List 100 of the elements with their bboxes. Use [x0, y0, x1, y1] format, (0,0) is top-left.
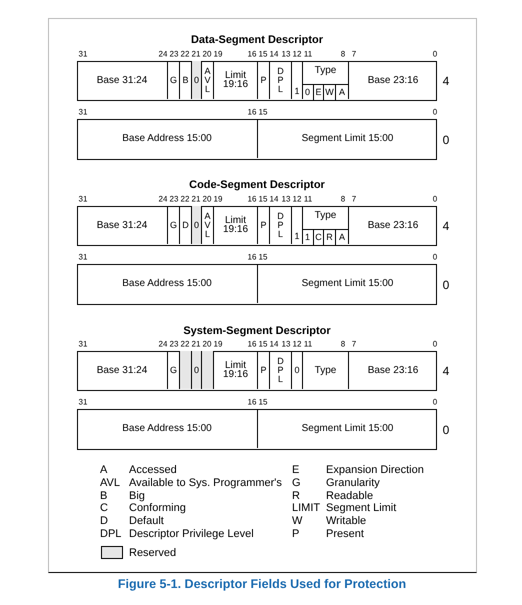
- bit-number: 13: [282, 340, 290, 348]
- bit-number: 15: [258, 50, 268, 58]
- definition: Writable: [326, 515, 366, 528]
- bit-field: D P L: [269, 61, 291, 99]
- abbreviation: AVL: [100, 476, 120, 489]
- bit-number: 8: [340, 340, 346, 348]
- definition: Big: [129, 490, 145, 502]
- bit-field: Base 23:16: [348, 351, 437, 389]
- bit-number: 31: [78, 50, 88, 58]
- byte-offset: 4: [442, 74, 450, 88]
- bit-number: 20: [202, 340, 212, 348]
- definition: Conforming: [129, 502, 186, 514]
- abbreviation: DPL: [100, 528, 122, 540]
- bit-field: 0: [191, 61, 201, 99]
- abbreviation: D: [100, 515, 108, 528]
- register-row: [77, 206, 437, 246]
- bit-field: Base 31:24: [77, 351, 167, 389]
- bit-field: 1: [291, 206, 302, 244]
- bit-number: 16: [248, 50, 256, 58]
- bit-number: 31: [78, 194, 88, 204]
- bit-field: 0: [291, 351, 302, 389]
- bit-number: 13: [282, 194, 290, 204]
- definition: Readable: [326, 490, 374, 502]
- abbreviation: LIMIT: [292, 502, 320, 514]
- bit-number: 23: [170, 340, 178, 348]
- bit-field: Base Address 15:00: [77, 119, 257, 158]
- bit-field: Base Address 15:00: [77, 409, 257, 448]
- byte-offset: 4: [442, 364, 450, 378]
- bit-field: Segment Limit 15:00: [257, 119, 437, 158]
- bit-number: 11: [304, 50, 312, 58]
- bit-field: D P L: [269, 206, 291, 244]
- byte-offset: 0: [442, 278, 450, 292]
- bit-number: 16: [248, 194, 256, 204]
- bit-number: 12: [292, 340, 302, 348]
- bit-number: 16: [248, 252, 256, 262]
- definition: Segment Limit: [326, 502, 396, 514]
- definition: Expansion Direction: [326, 464, 424, 476]
- bit-number: 0: [432, 340, 438, 348]
- bit-field: Base 31:24: [77, 206, 167, 244]
- byte-offset: 0: [442, 132, 450, 146]
- bit-field: A V L: [201, 61, 213, 99]
- bit-field: A: [335, 84, 348, 100]
- register-row: [77, 119, 437, 160]
- bit-number: 16: [248, 340, 256, 348]
- bit-number: 14: [270, 194, 278, 204]
- bit-field: Segment Limit 15:00: [257, 409, 437, 448]
- bit-field: Segment Limit 15:00: [257, 264, 437, 303]
- bit-number: 31: [78, 108, 88, 116]
- abbreviation: P: [292, 528, 300, 540]
- bit-field: A V L: [201, 206, 213, 244]
- bit-number: 19: [214, 50, 222, 58]
- bit-number: 21: [192, 340, 200, 348]
- bit-number: 7: [352, 194, 356, 204]
- bit-number: 22: [180, 50, 190, 58]
- bit-number: 23: [170, 50, 178, 58]
- bit-field: Limit 19:16: [213, 206, 257, 244]
- bit-number: 24: [158, 340, 168, 348]
- bit-number: 0: [432, 194, 438, 204]
- section-heading: Code-Segment Descriptor: [189, 179, 325, 191]
- abbreviation: A: [100, 464, 108, 476]
- bit-number: 22: [180, 340, 190, 348]
- bit-number: 8: [340, 194, 346, 204]
- abbreviation: B: [100, 490, 108, 502]
- bit-number: 23: [170, 194, 178, 204]
- bit-number: 20: [202, 50, 212, 58]
- bit-number: 24: [158, 194, 168, 204]
- bit-number: 19: [214, 194, 222, 204]
- bit-field: R: [323, 229, 335, 245]
- bit-field: 0: [302, 84, 313, 100]
- bit-number: 11: [304, 340, 312, 348]
- bit-number: 0: [432, 398, 438, 406]
- bit-field: G: [167, 206, 179, 244]
- bit-number: 15: [258, 398, 268, 406]
- bit-number: 0: [432, 50, 438, 58]
- bit-field: Limit 19:16: [213, 351, 257, 389]
- register-row: [77, 351, 437, 391]
- bit-number: 8: [340, 50, 346, 58]
- definition: Available to Sys. Programmer's: [129, 476, 282, 489]
- bit-number: 19: [214, 340, 222, 348]
- bit-number: 12: [292, 194, 302, 204]
- bit-field: [302, 206, 348, 244]
- byte-offset: 0: [442, 422, 450, 436]
- definition: Default: [129, 515, 164, 528]
- bit-field: P: [257, 206, 269, 244]
- bit-field: Base 31:24: [77, 61, 167, 99]
- register-row: [77, 264, 437, 305]
- bit-field: E: [313, 84, 323, 100]
- bit-field: 0: [191, 351, 201, 389]
- bit-number: 7: [352, 340, 356, 348]
- bit-number: 12: [292, 50, 302, 58]
- byte-offset: 4: [442, 219, 450, 233]
- legend-label: Reserved: [129, 547, 176, 559]
- bit-number: 20: [202, 194, 212, 204]
- bit-field: 1: [302, 229, 313, 245]
- bit-number: 15: [258, 108, 268, 116]
- bit-number: 16: [248, 108, 256, 116]
- bit-field: G: [167, 61, 179, 99]
- bit-number: 16: [248, 398, 256, 406]
- bit-field: Limit 19:16: [213, 61, 257, 99]
- abbreviation: C: [100, 502, 108, 514]
